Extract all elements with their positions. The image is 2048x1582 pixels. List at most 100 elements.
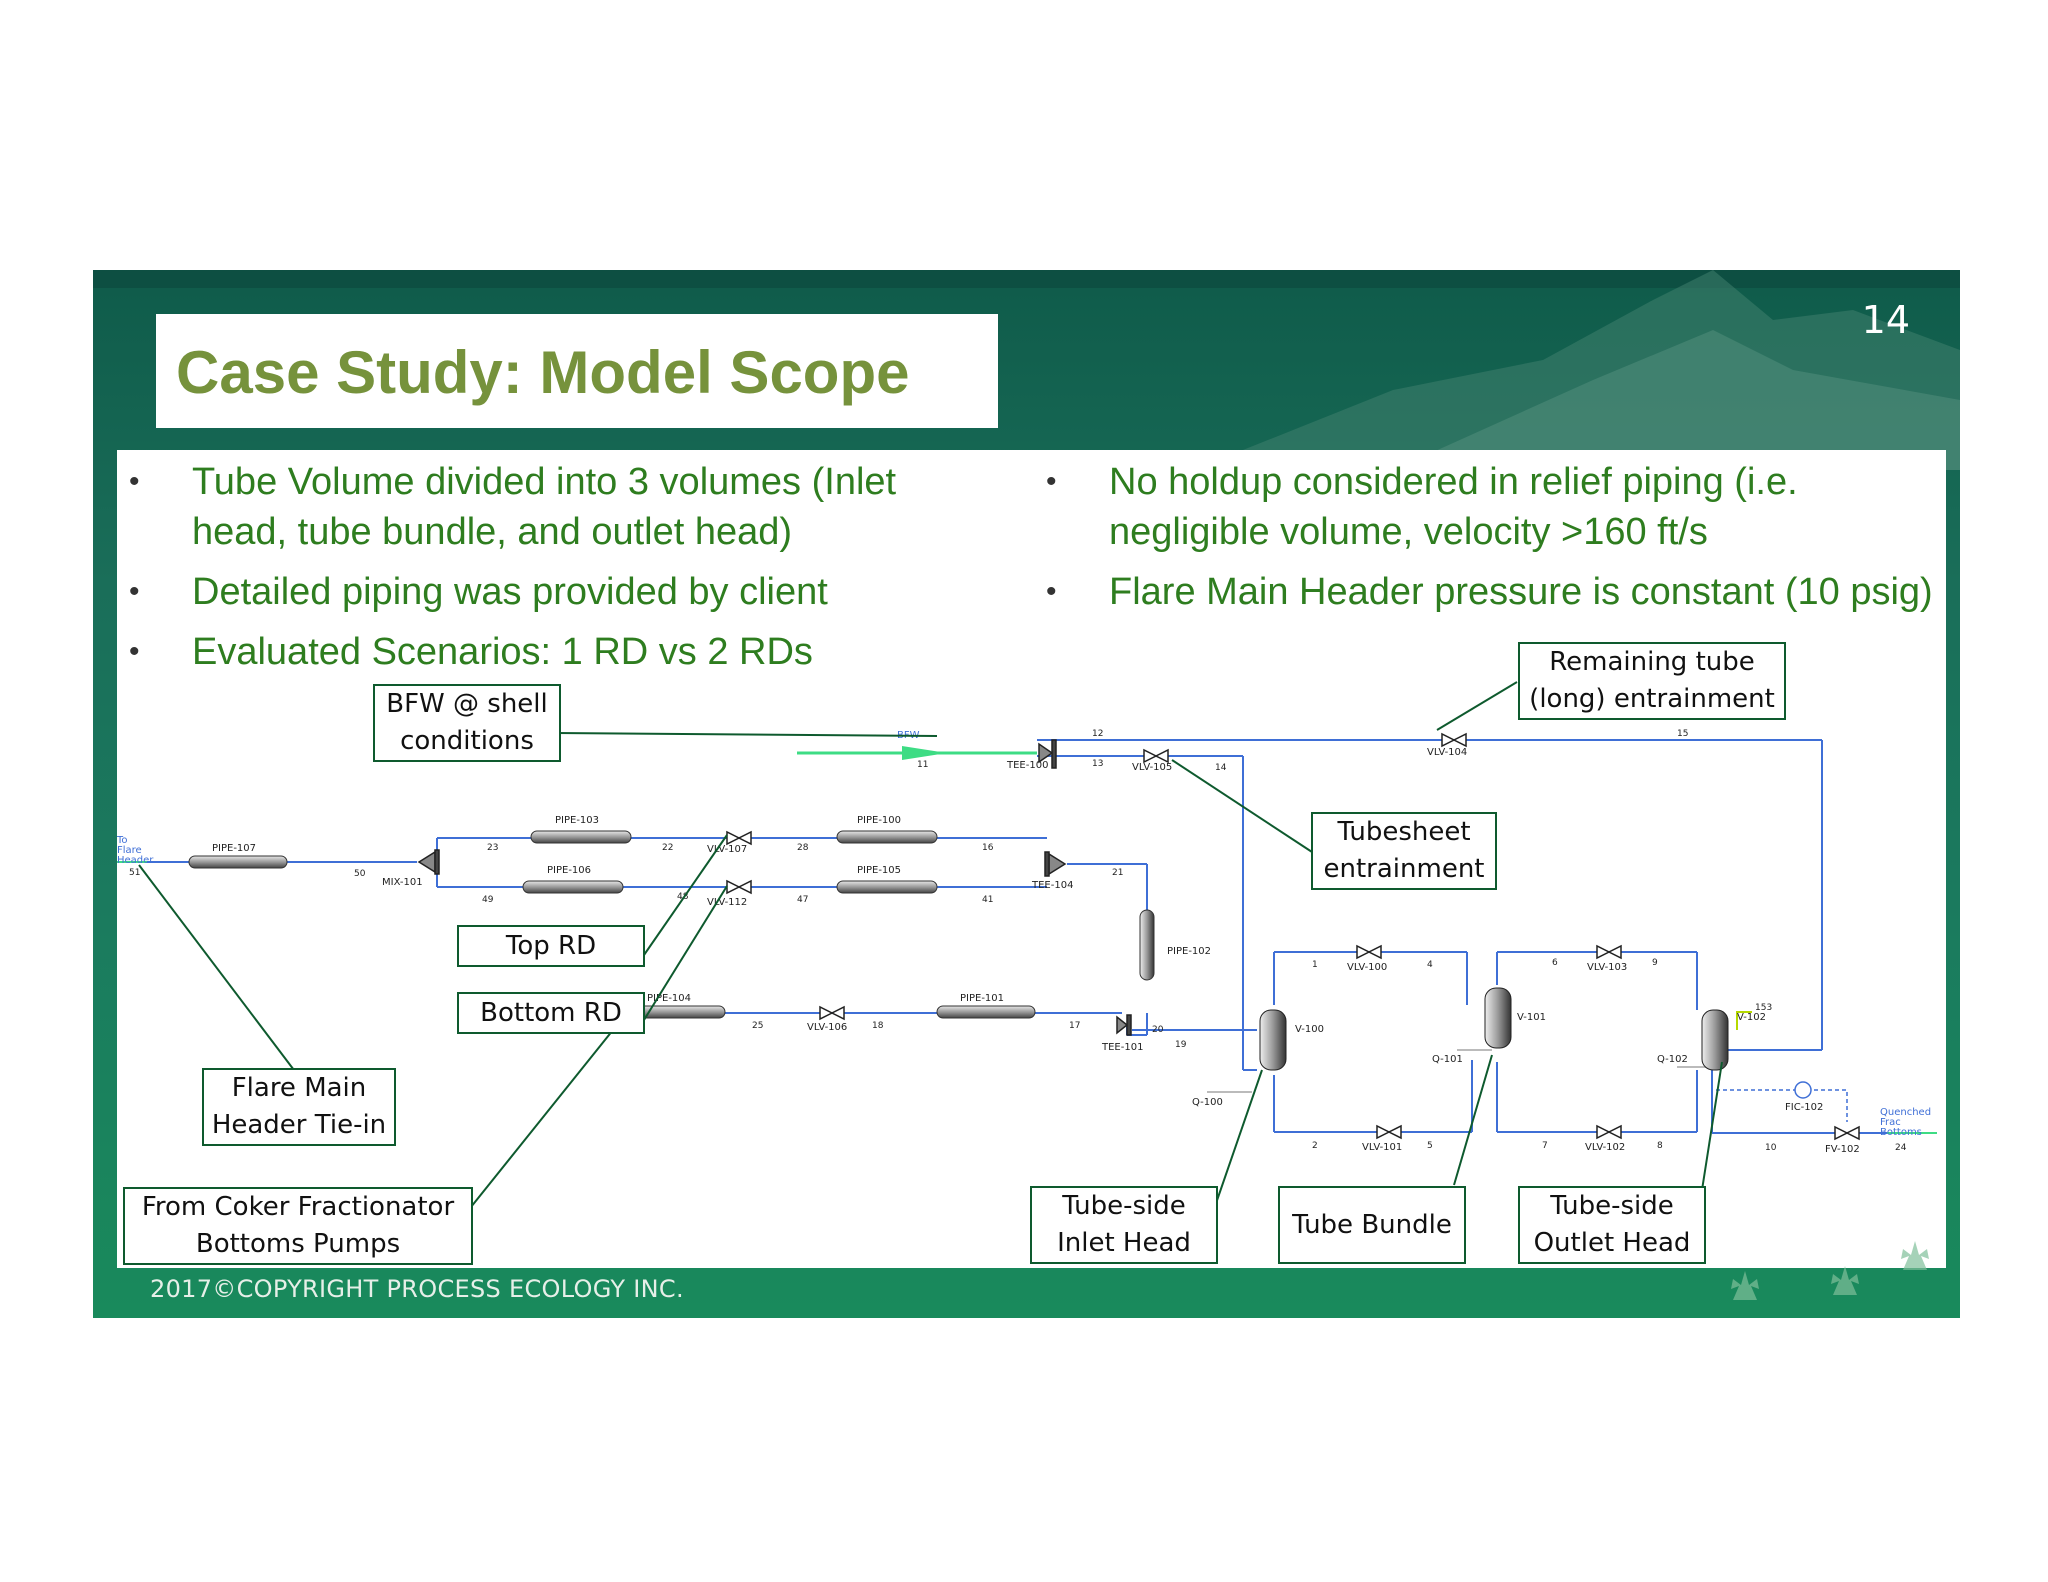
pfd-label: V-102 — [1737, 1012, 1766, 1023]
bullet-text: No holdup considered in relief piping (i… — [1109, 461, 1798, 553]
bullet-item: • Flare Main Header pressure is constant … — [1034, 567, 1934, 617]
stream-number: 2 — [1312, 1141, 1318, 1151]
callout-line: Tubesheet — [1337, 817, 1471, 847]
stream-number: 17 — [1069, 1021, 1080, 1031]
pfd-label: PIPE-104 — [647, 993, 691, 1004]
pfd-label: Quenched — [1880, 1107, 1931, 1118]
fic-controller-icon — [1794, 1081, 1812, 1099]
pfd-label: PIPE-102 — [1167, 946, 1211, 957]
pfd-label: PIPE-101 — [960, 993, 1004, 1004]
pfd-label: PIPE-100 — [857, 815, 901, 826]
pfd-label: Q-101 — [1432, 1054, 1463, 1065]
pfd-label: VLV-105 — [1132, 762, 1172, 773]
pfd-label: Frac — [1880, 1117, 1901, 1128]
pfd-label: V-100 — [1295, 1024, 1324, 1035]
pfd-label: VLV-112 — [707, 897, 747, 908]
stream-numbers: 51 50 23 22 28 16 49 48 47 41 21 11 12 1… — [129, 729, 1907, 1153]
stream-number: 11 — [917, 760, 928, 770]
stream-153-line — [1736, 1011, 1752, 1030]
slide-top-band — [93, 270, 1960, 288]
bfw-arrow-icon — [902, 746, 947, 760]
stream-number: 15 — [1677, 729, 1688, 739]
pfd-label: VLV-106 — [807, 1022, 847, 1033]
callout-line: Tube Bundle — [1292, 1209, 1452, 1240]
pfd-label: FIC-102 — [1785, 1102, 1823, 1113]
pfd-labels: BFW To Flare Header Quenched Frac Bottom… — [117, 730, 1931, 1155]
fic-signal-line — [1711, 1089, 1848, 1122]
bullet-glyph: • — [129, 575, 140, 608]
callout-leaders — [138, 681, 1723, 1213]
pfd-label: Q-100 — [1192, 1097, 1223, 1108]
stream-number: 19 — [1175, 1040, 1187, 1050]
stream-lines — [145, 739, 1887, 1134]
stream-number: 25 — [752, 1021, 763, 1031]
stream-number: 50 — [354, 869, 366, 879]
callout-line: Flare Main — [231, 1073, 367, 1103]
stream-number: 14 — [1215, 763, 1227, 773]
pfd-label: VLV-102 — [1585, 1142, 1625, 1153]
pipes — [188, 830, 1155, 1019]
callout-line: Header Tie-in — [211, 1110, 387, 1140]
callout-line: Top RD — [505, 930, 597, 961]
callout-line: BFW @ shell — [386, 689, 548, 719]
pfd-label: To — [117, 835, 128, 846]
callout-line: (long) entrainment — [1529, 684, 1775, 714]
stream-number: 7 — [1542, 1141, 1548, 1151]
stream-number: 16 — [982, 843, 994, 853]
pfd-label: PIPE-107 — [212, 843, 256, 854]
callout-line: Tube-side — [1550, 1191, 1674, 1221]
pfd-label: VLV-103 — [1587, 962, 1627, 973]
stream-number: 10 — [1765, 1143, 1777, 1153]
stream-number: 28 — [797, 843, 809, 853]
stream-number: 5 — [1427, 1141, 1433, 1151]
stream-number: 24 — [1895, 1143, 1907, 1153]
stream-number: 20 — [1152, 1025, 1164, 1035]
stream-number: 48 — [677, 892, 689, 902]
stream-number: 9 — [1652, 958, 1658, 968]
maple-leaf-icon — [1731, 1241, 1929, 1300]
callout-remaining-tube: Remaining tube (long) entrainment — [1518, 642, 1786, 720]
stream-number: 41 — [982, 895, 993, 905]
pfd-label: FV-102 — [1825, 1144, 1860, 1155]
bullet-glyph: • — [1046, 575, 1057, 608]
stream-number: 8 — [1657, 1141, 1663, 1151]
stream-number: 18 — [872, 1021, 884, 1031]
pfd-label: PIPE-105 — [857, 865, 901, 876]
energy-streams — [1207, 1049, 1707, 1093]
callout-line: Bottom RD — [480, 997, 622, 1028]
stream-number: 4 — [1427, 960, 1433, 970]
footer-copyright: 2017©COPYRIGHT PROCESS ECOLOGY INC. — [150, 1275, 684, 1303]
callout-line: Remaining tube — [1549, 647, 1755, 677]
bullet-item: •No holdup considered in relief piping (… — [1034, 457, 1934, 557]
pfd-label: TEE-101 — [1101, 1042, 1143, 1053]
stream-number: 1 — [1312, 960, 1318, 970]
pfd-label: V-101 — [1517, 1012, 1546, 1023]
stream-number: 49 — [482, 895, 494, 905]
pfd-label: VLV-104 — [1427, 747, 1467, 758]
bullet-glyph: • — [129, 635, 140, 668]
pfd-label: PIPE-103 — [555, 815, 599, 826]
bullet-item: •Evaluated Scenarios: 1 RD vs 2 RDs — [117, 627, 977, 677]
pfd-label: VLV-107 — [707, 844, 747, 855]
stream-number: 51 — [129, 868, 140, 878]
vessels — [1259, 987, 1729, 1071]
pfd-label: VLV-100 — [1347, 962, 1387, 973]
bullet-item: •Tube Volume divided into 3 volumes (Inl… — [117, 457, 977, 557]
callout-line: Tube-side — [1062, 1191, 1186, 1221]
stream-number: 153 — [1755, 1003, 1772, 1013]
bullet-text: Flare Main Header pressure is constant (… — [1109, 571, 1933, 613]
stream-number: 13 — [1092, 759, 1103, 769]
callout-tube-bundle: Tube Bundle — [1278, 1186, 1466, 1264]
pfd-label: TEE-104 — [1031, 880, 1073, 891]
callout-line: Inlet Head — [1057, 1228, 1191, 1258]
tees-mixers — [417, 739, 1132, 1036]
bullet-list-right: • No holdup considered in relief piping (… — [1034, 457, 1934, 617]
callout-top-rd: Top RD — [457, 925, 645, 967]
callout-line: Bottoms Pumps — [195, 1229, 401, 1259]
stream-number: 21 — [1112, 868, 1123, 878]
stream-number: 23 — [487, 843, 498, 853]
